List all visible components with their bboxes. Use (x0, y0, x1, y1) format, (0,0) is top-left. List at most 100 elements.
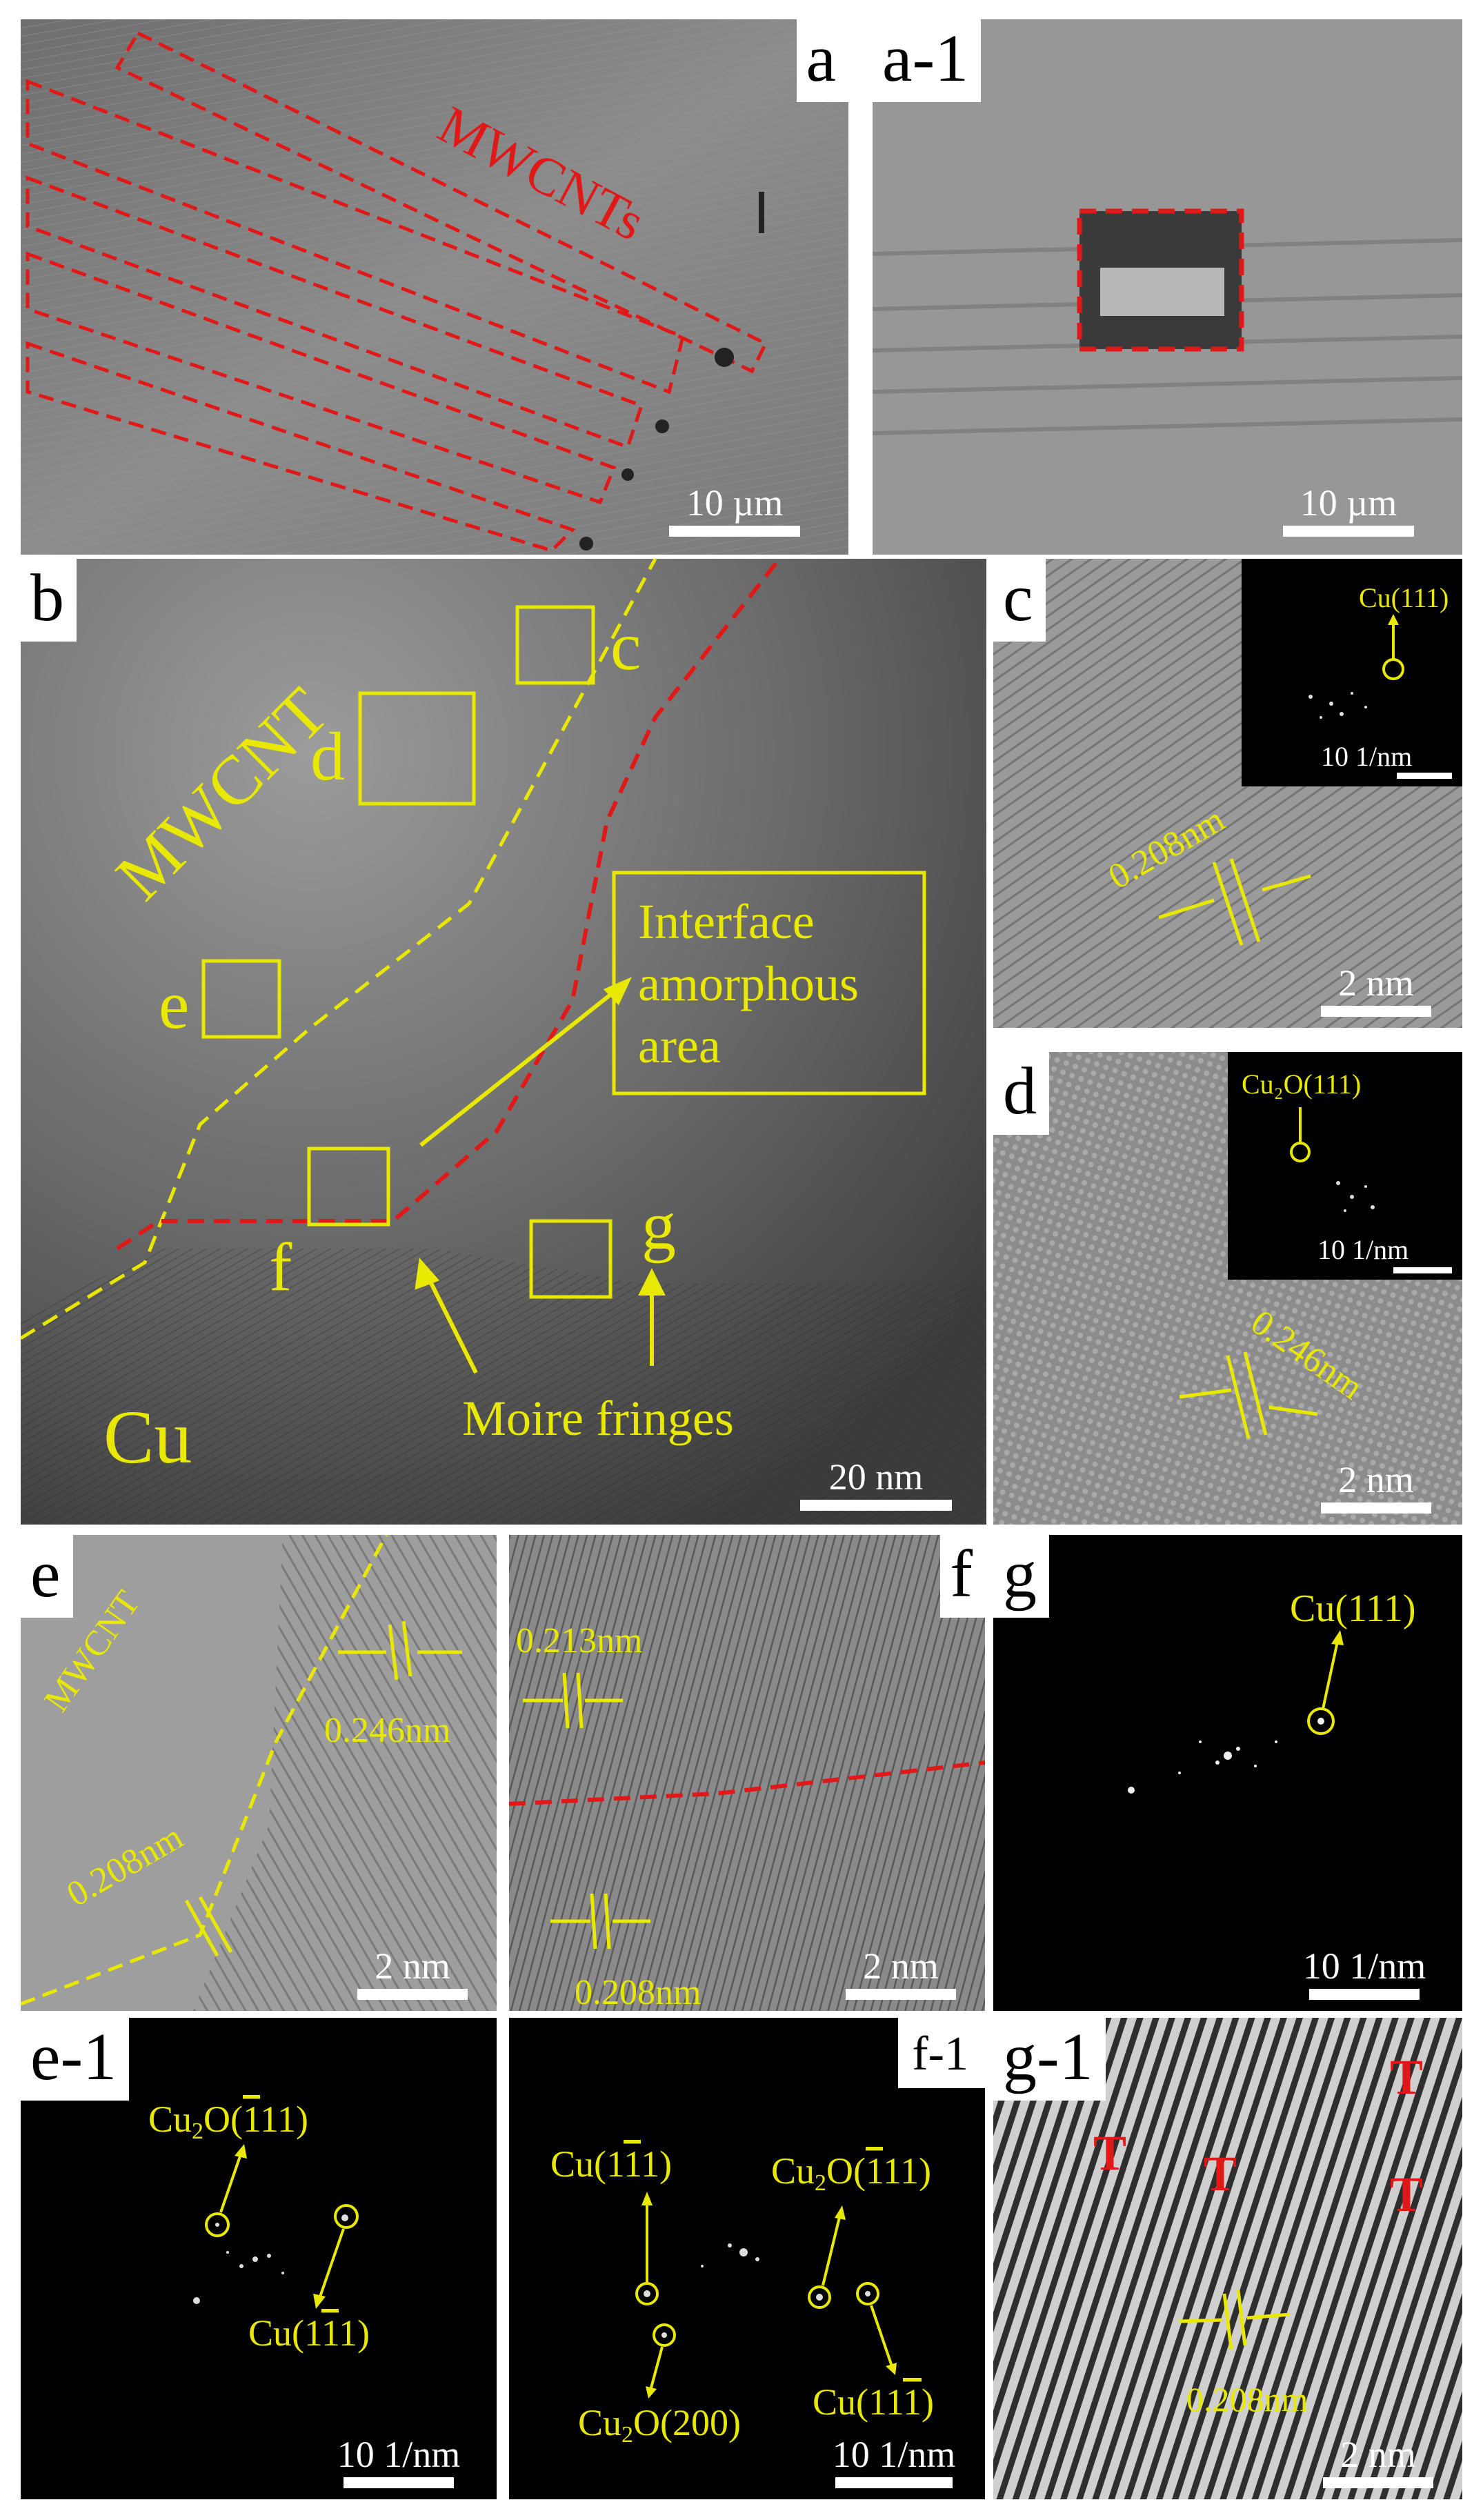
fft-scale-label-d: 10 1/nm (1317, 1234, 1409, 1265)
scale-bar-g: 10 1/nm (1282, 1947, 1447, 2000)
panel-e: MWCNT 0.246nm 0.208nm e 2 nm (21, 1535, 497, 2011)
panel-g1: T T T T 0.208nm g-1 2 nm (993, 2018, 1462, 2499)
hrtem-image-f: 0.213nm 0.208nm (509, 1535, 985, 2011)
panel-e1: Cu2O(111) Cu(111) e-1 10 1/nm (21, 2018, 497, 2499)
fft-inset-c (1242, 559, 1462, 786)
panel-c: Cu(111) 10 1/nm 0.208nm c 2 nm (993, 559, 1462, 1028)
fft-spot-f1-4: Cu(111) (813, 2381, 934, 2423)
dislocation-mark-1: T (1093, 2125, 1126, 2181)
hrtem-image-c: Cu(111) 10 1/nm 0.208nm (993, 559, 1462, 1028)
scale-bar-line-b (800, 1500, 952, 1511)
scale-label-g: 10 1/nm (1302, 1945, 1426, 1987)
interface-boundary (116, 559, 782, 1251)
milled-region-box (1077, 208, 1244, 352)
panel-b: MWCNT d c e f g Cu Interface amorphous a… (21, 559, 986, 1525)
scale-label-f1: 10 1/nm (832, 2434, 956, 2476)
fft-spot-c: Cu(111) (1359, 582, 1449, 613)
panel-g: Cu(111) g 10 1/nm (993, 1535, 1462, 2011)
fft-spot-d: Cu₂O(111) (1242, 1069, 1361, 1100)
label-e: e (159, 966, 189, 1043)
scale-label-b: 20 nm (828, 1456, 924, 1498)
spacing-g1: 0.208nm (1186, 2380, 1308, 2419)
panel-letter-e1: e-1 (21, 2018, 130, 2101)
scale-bar-line-a (669, 526, 800, 537)
panel-letter-d: d (993, 1052, 1049, 1135)
tem-image-b: MWCNT d c e f g Cu Interface amorphous a… (21, 559, 986, 1525)
dislocation-mark-2: T (1204, 2146, 1237, 2201)
scale-label-a: 10 µm (686, 482, 784, 524)
mwcnt-boundary (21, 559, 657, 1340)
fft-spot-e1-1: Cu2O(111) (148, 2099, 308, 2144)
scale-bar-f1: 10 1/nm (811, 2435, 977, 2488)
fft-image-e1: Cu2O(111) Cu(111) (21, 2018, 497, 2499)
panel-letter-a: a (796, 19, 848, 102)
scale-label-d: 2 nm (1338, 1459, 1414, 1501)
scale-label-g1: 2 nm (1340, 2434, 1416, 2476)
box-f (307, 1147, 390, 1227)
scale-bar-line-d (1321, 1502, 1431, 1514)
panel-letter-c: c (993, 559, 1046, 642)
panel-a: MWCNTs a 10 µm (21, 19, 848, 555)
scale-bar-e1: 10 1/nm (316, 2435, 481, 2488)
scale-bar-line-a1 (1283, 526, 1414, 537)
panel-letter-g: g (993, 1535, 1049, 1618)
scale-bar-a1: 10 µm (1262, 484, 1435, 537)
panel-a1: a-1 10 µm (873, 19, 1462, 555)
scale-bar-g1: 2 nm (1309, 2435, 1447, 2488)
scale-label-f: 2 nm (863, 1945, 939, 1987)
mwcnt-outlines (26, 30, 768, 553)
dislocation-mark-3: T (1390, 2050, 1423, 2105)
scale-bar-e: 2 nm (344, 1947, 481, 2000)
hrtem-image-d: Cu₂O(111) 10 1/nm 0.246nm (993, 1052, 1462, 1525)
panel-letter-g1: g-1 (993, 2018, 1106, 2101)
panel-letter-f1: f-1 (898, 2018, 985, 2088)
label-g: g (641, 1187, 676, 1264)
panel-letter-a1: a-1 (873, 19, 982, 102)
scale-bar-d: 2 nm (1307, 1460, 1445, 1514)
scale-bar-line-g (1309, 1989, 1420, 2000)
fft-scale-label-c: 10 1/nm (1321, 741, 1412, 772)
panel-letter-f: f (940, 1535, 985, 1618)
sem-image-a: MWCNTs (21, 19, 848, 555)
interface-line-3: area (638, 1018, 721, 1073)
panel-f1: Cu(111) Cu2O(111) Cu2O(200) Cu(111) f-1 … (509, 2018, 985, 2499)
interface-line-2: amorphous (638, 956, 859, 1011)
fft-spot-f1-2: Cu2O(111) (771, 2150, 931, 2196)
scale-bar-line-f (846, 1989, 956, 2000)
label-cu: Cu (103, 1395, 192, 1479)
sem-image-a1 (873, 19, 1462, 555)
panel-d: Cu₂O(111) 10 1/nm 0.246nm d 2 nm (993, 1052, 1462, 1525)
spacing-f-2: 0.208nm (575, 1973, 701, 2011)
label-f: f (269, 1229, 292, 1305)
interface-line-1: Interface (638, 894, 815, 949)
scale-bar-line-f1 (835, 2477, 953, 2488)
fft-spot-e1-2: Cu(111) (248, 2312, 370, 2354)
box-e (201, 959, 281, 1039)
dislocation-mark-4: T (1390, 2167, 1423, 2222)
panel-f: 0.213nm 0.208nm f 2 nm (509, 1535, 985, 2011)
spacing-f-1: 0.213nm (516, 1621, 642, 1660)
panel-letter-e: e (21, 1535, 73, 1618)
scale-bar-line-e (357, 1989, 468, 2000)
scale-bar-line-g1 (1323, 2477, 1433, 2488)
scale-bar-line-c (1321, 1006, 1431, 1017)
scale-label-c: 2 nm (1338, 962, 1414, 1004)
moire-label: Moire fringes (462, 1391, 734, 1446)
panel-letter-b: b (21, 559, 77, 642)
label-c: c (610, 608, 641, 684)
scale-bar-line-e1 (344, 2477, 454, 2488)
scale-bar-a: 10 µm (648, 484, 821, 537)
fft-spot-f1-1: Cu(111) (550, 2143, 672, 2185)
box-g (529, 1219, 613, 1299)
box-d (358, 691, 476, 806)
hrtem-image-e: MWCNT 0.246nm 0.208nm (21, 1535, 497, 2011)
spacing-e-1: 0.246nm (324, 1711, 450, 1750)
fft-inset-d (1228, 1052, 1462, 1280)
scale-label-e1: 10 1/nm (337, 2434, 461, 2476)
scale-label-a1: 10 µm (1300, 482, 1397, 524)
scale-bar-b: 20 nm (786, 1458, 966, 1511)
fft-spot-g: Cu(111) (1290, 1587, 1416, 1630)
scale-label-e: 2 nm (375, 1945, 450, 1987)
box-c (515, 605, 595, 685)
fft-image-g: Cu(111) (993, 1535, 1462, 2011)
